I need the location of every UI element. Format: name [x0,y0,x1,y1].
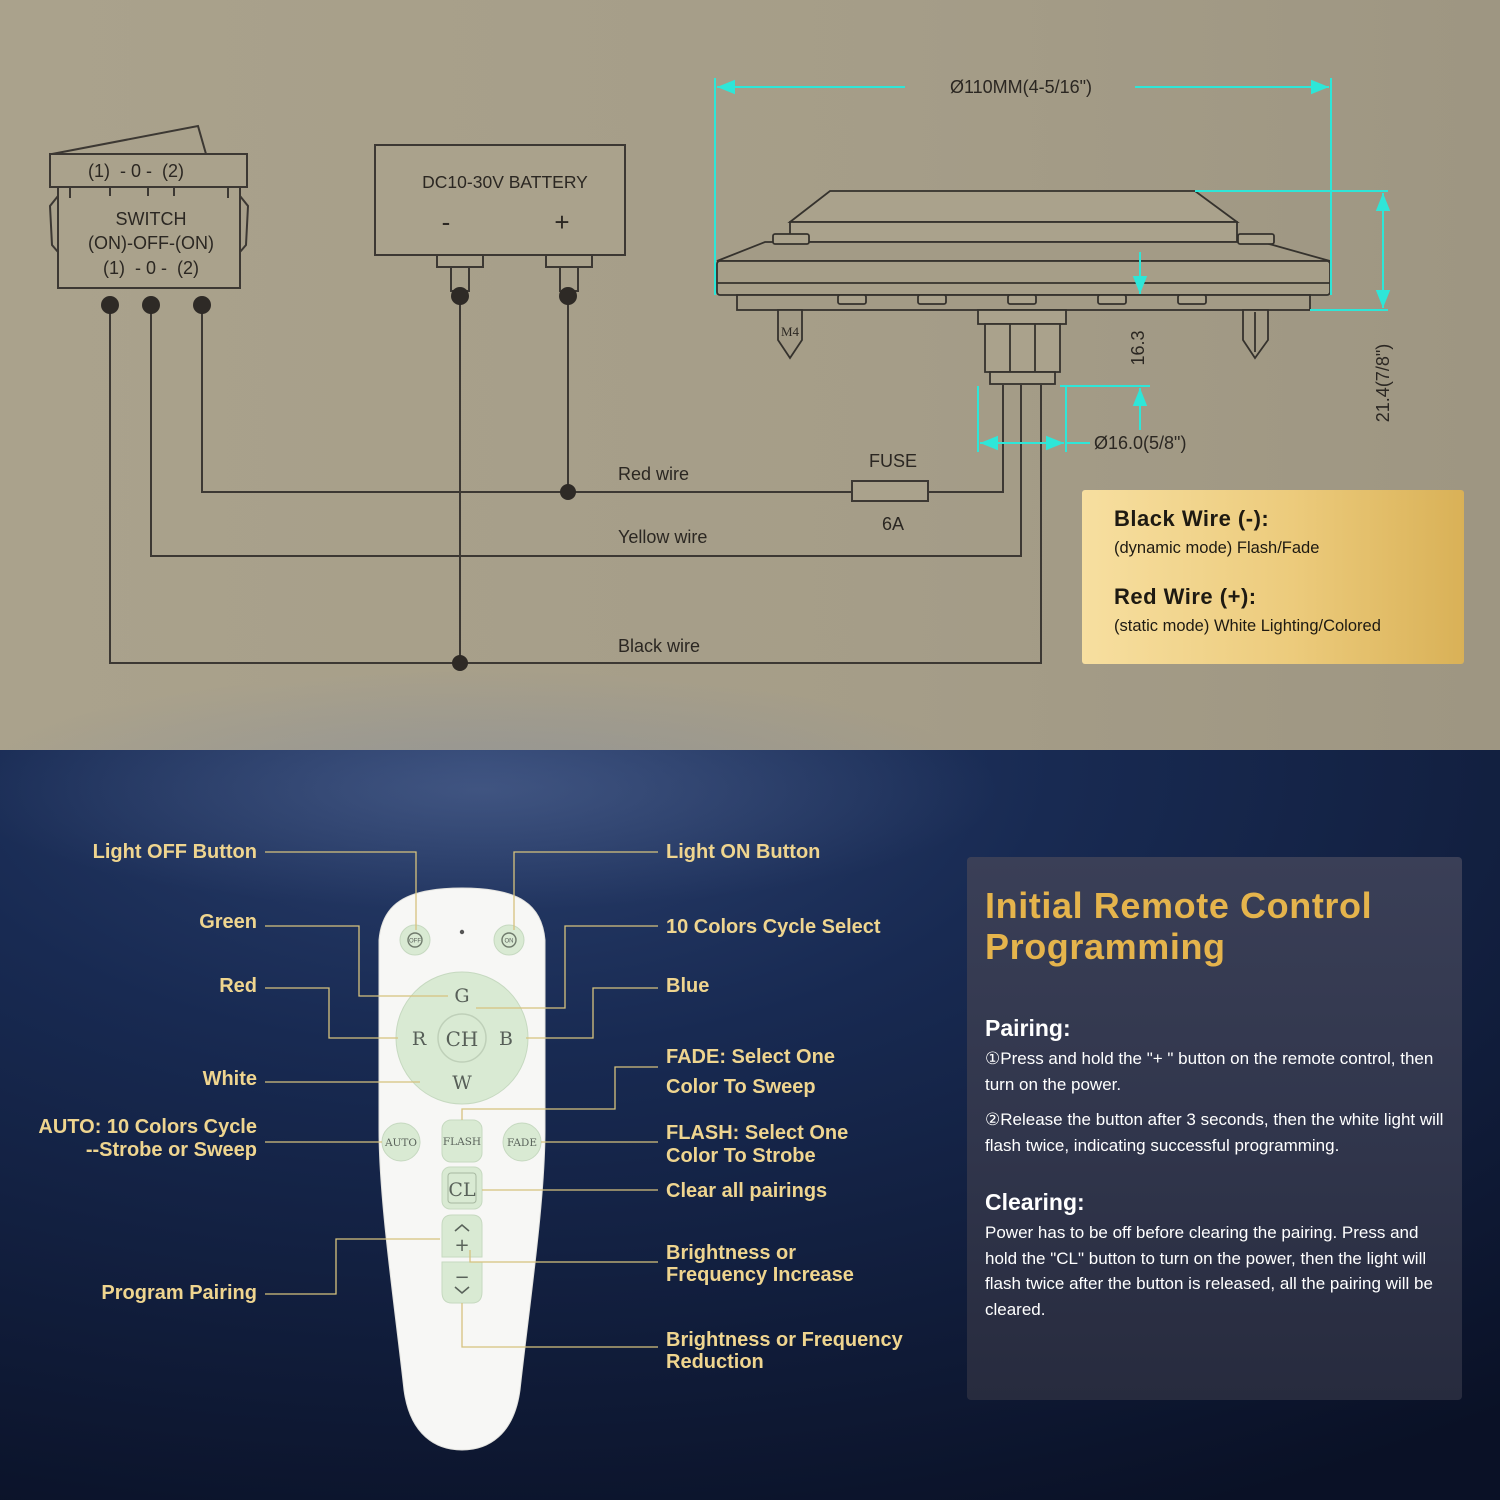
minus-button[interactable]: − [441,1261,483,1304]
on-label: ON [505,939,514,945]
wire-junctions [101,287,577,671]
remote-labels: Light OFF Button Green Red White AUTO: 1… [38,841,903,1373]
flash-button[interactable]: FLASH [441,1119,483,1163]
plus-label: + [454,1235,469,1256]
light-off-button[interactable]: OFF [399,924,431,956]
leader-lines [265,851,658,1348]
black-wire-title: Black Wire (-): [1114,506,1270,531]
label-fade-2: Color To Sweep [666,1076,816,1098]
label-clear: Clear all pairings [666,1180,827,1202]
programming-panel: Initial Remote Control Programming Pairi… [967,857,1462,1400]
label-blue: Blue [666,975,709,997]
programming-title-line-1: Initial Remote Control [985,885,1373,926]
dial-channel[interactable]: CH [446,1027,479,1051]
label-red: Red [219,975,257,997]
battery [374,144,626,292]
label-program-pairing: Program Pairing [101,1282,257,1304]
label-increase-2: Frequency Increase [666,1264,854,1286]
switch-title: SWITCH [116,209,187,229]
label-fade-1: FADE: Select One [666,1046,835,1068]
battery-minus: - [442,207,451,237]
clearing-heading: Clearing: [985,1189,1085,1215]
stud-diameter-label: Ø16.0(5/8") [1094,433,1186,453]
label-green: Green [199,911,257,933]
center-nut [984,323,1061,373]
screw-label: M4 [781,324,800,339]
label-auto-1: AUTO: 10 Colors Cycle [38,1116,257,1138]
pairing-step-1: ①Press and hold the "+ " button on the r… [985,1049,1434,1094]
label-reduction-1: Brightness or Frequency [666,1329,904,1351]
light-on-button[interactable]: ON [493,924,525,956]
wiring-text: (1) - 0 - (2) SWITCH (ON)-OFF-(ON) (1) -… [88,161,917,656]
label-cycle-select: 10 Colors Cycle Select [666,916,881,938]
rocker-switch [48,124,250,289]
fade-label: FADE [507,1137,537,1149]
pairing-heading: Pairing: [985,1015,1071,1041]
label-white: White [203,1068,257,1090]
wire-mode-card: Black Wire (-): (dynamic mode) Flash/Fad… [1082,490,1464,664]
fuse-rating: 6A [882,514,904,534]
black-wire-desc: (dynamic mode) Flash/Fade [1114,539,1320,557]
wiring-diagram [48,124,1042,664]
switch-bottom-label: (1) - 0 - (2) [103,258,199,278]
programming-title-line-2: Programming [985,926,1226,967]
light-drawing [716,190,1331,385]
battery-plus: + [554,207,569,237]
diameter-label: Ø110MM(4-5/16") [950,77,1092,97]
height-label: 21.4(7/8") [1373,344,1393,422]
yellow-wire [150,305,1022,557]
dial-green[interactable]: G [454,985,469,1007]
clear-label: CL [448,1179,476,1201]
label-flash-1: FLASH: Select One [666,1122,848,1144]
label-light-on: Light ON Button [666,841,820,863]
chevron-down-icon [454,1286,470,1295]
auto-button[interactable]: AUTO [381,1122,421,1162]
off-label: OFF [409,939,421,945]
yellow-wire-label: Yellow wire [618,527,707,547]
left-screw [777,309,803,360]
battery-label: DC10-30V BATTERY [422,172,588,192]
red-wire-title: Red Wire (+): [1114,584,1257,609]
plus-button[interactable]: + [441,1214,483,1258]
label-reduction-2: Reduction [666,1351,764,1373]
stud-length-label: 16.3 [1128,330,1148,365]
red-wire-label: Red wire [618,464,689,484]
fuse-label: FUSE [869,451,917,471]
channel-button[interactable] [437,1013,487,1063]
switch-type: (ON)-OFF-(ON) [88,233,214,253]
label-light-off: Light OFF Button [93,841,257,863]
red-wire-desc: (static mode) White Lighting/Colored [1114,617,1381,635]
dimension-text: Ø110MM(4-5/16") Ø16.0(5/8") 16.3 21.4(7/… [950,77,1393,453]
pairing-step-2: ②Release the button after 3 seconds, the… [985,1110,1444,1155]
label-increase-1: Brightness or [666,1242,796,1264]
background-glow [0,670,1000,910]
mount-nuts [772,233,1275,305]
dial-blue[interactable]: B [499,1028,513,1050]
switch-top-label: (1) - 0 - (2) [88,161,184,181]
fuse [851,480,929,502]
fade-button[interactable]: FADE [502,1122,542,1162]
red-wire-fuse-out [928,385,1004,493]
chevron-up-icon [454,1223,470,1232]
minus-label: − [454,1267,469,1288]
label-flash-2: Color To Strobe [666,1145,816,1167]
remote-control: OFF ON G R CH B W AUTO FLASH FADE [378,887,546,1451]
black-wire-label: Black wire [618,636,700,656]
flash-label: FLASH [443,1136,481,1148]
clearing-text: Power has to be off before clearing the … [985,1223,1433,1319]
clear-button[interactable]: CL [441,1166,483,1210]
ir-window [459,929,465,935]
dimension-lines [714,78,1391,452]
auto-label: AUTO [384,1137,417,1149]
red-wire [201,305,852,493]
black-wire [109,305,1042,664]
dial-white[interactable]: W [452,1072,472,1094]
dial-red[interactable]: R [412,1028,427,1050]
label-auto-2: --Strobe or Sweep [86,1139,257,1161]
